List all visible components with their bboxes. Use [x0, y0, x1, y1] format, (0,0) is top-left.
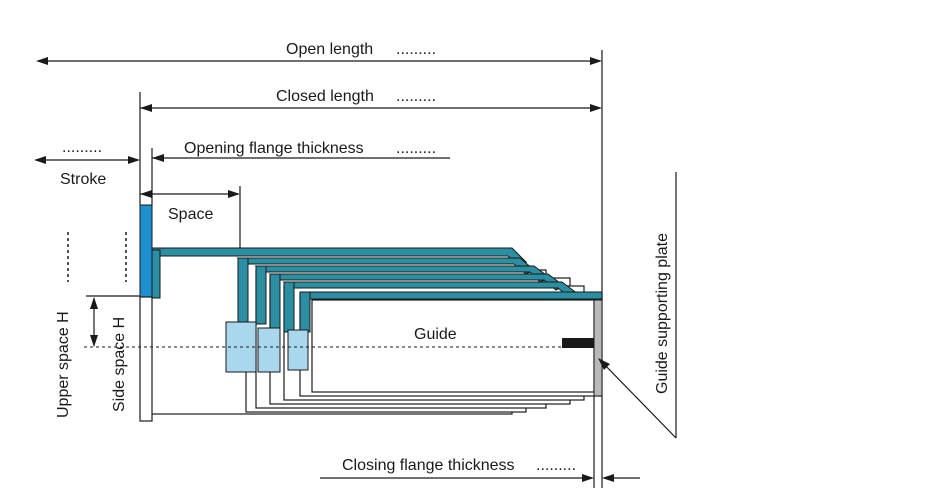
teal-flange-1 — [237, 257, 249, 325]
opening-flange-thickness-label: Opening flange thickness — [184, 140, 364, 157]
side-space-h-label: Side space H — [111, 317, 128, 412]
guide-block-2 — [257, 327, 281, 373]
space-dimension: Space — [140, 186, 241, 260]
closed-length-blank: ......... — [396, 88, 436, 105]
stroke-blank: ......... — [62, 139, 102, 156]
guide-bar — [562, 338, 594, 348]
closed-length-dimension: Closed length ......... — [139, 88, 602, 205]
teal-flange-2 — [255, 265, 267, 325]
guide-supporting-plate — [593, 299, 603, 397]
teal-flange-3 — [269, 273, 281, 333]
closing-flange-thickness-dimension: Closing flange thickness ......... — [320, 396, 640, 488]
upper-space-dimension: Upper space H Side space H — [55, 295, 140, 418]
closing-flange-thickness-blank: ......... — [536, 457, 576, 474]
bellows-body: Guide — [84, 204, 603, 422]
open-length-label: Open length — [286, 41, 373, 58]
closed-length-label: Closed length — [276, 88, 374, 105]
guide-label: Guide — [414, 326, 457, 343]
stroke-label: Stroke — [60, 171, 106, 188]
opening-flange-thickness-dimension: Opening flange thickness ......... — [151, 140, 450, 205]
open-length-dimension: Open length ......... — [36, 41, 602, 65]
guide-block-3 — [287, 329, 309, 371]
stroke-dimension: ......... Stroke — [34, 139, 140, 188]
guide-supporting-plate-callout: Guide supporting plate — [598, 172, 677, 439]
opening-flange — [139, 204, 153, 298]
closing-flange-thickness-label: Closing flange thickness — [342, 457, 515, 474]
guide-supporting-plate-label: Guide supporting plate — [654, 233, 671, 394]
section-outline-7 — [311, 299, 595, 393]
teal-rail-6 — [299, 291, 603, 300]
opening-flange-lower — [139, 296, 153, 422]
teal-flange-5 — [299, 291, 311, 333]
teal-flange-4 — [283, 281, 295, 333]
upper-space-h-label: Upper space H — [55, 311, 72, 418]
space-label: Space — [168, 206, 213, 223]
opening-flange-thickness-blank: ......... — [396, 140, 436, 157]
open-length-blank: ......... — [396, 41, 436, 58]
